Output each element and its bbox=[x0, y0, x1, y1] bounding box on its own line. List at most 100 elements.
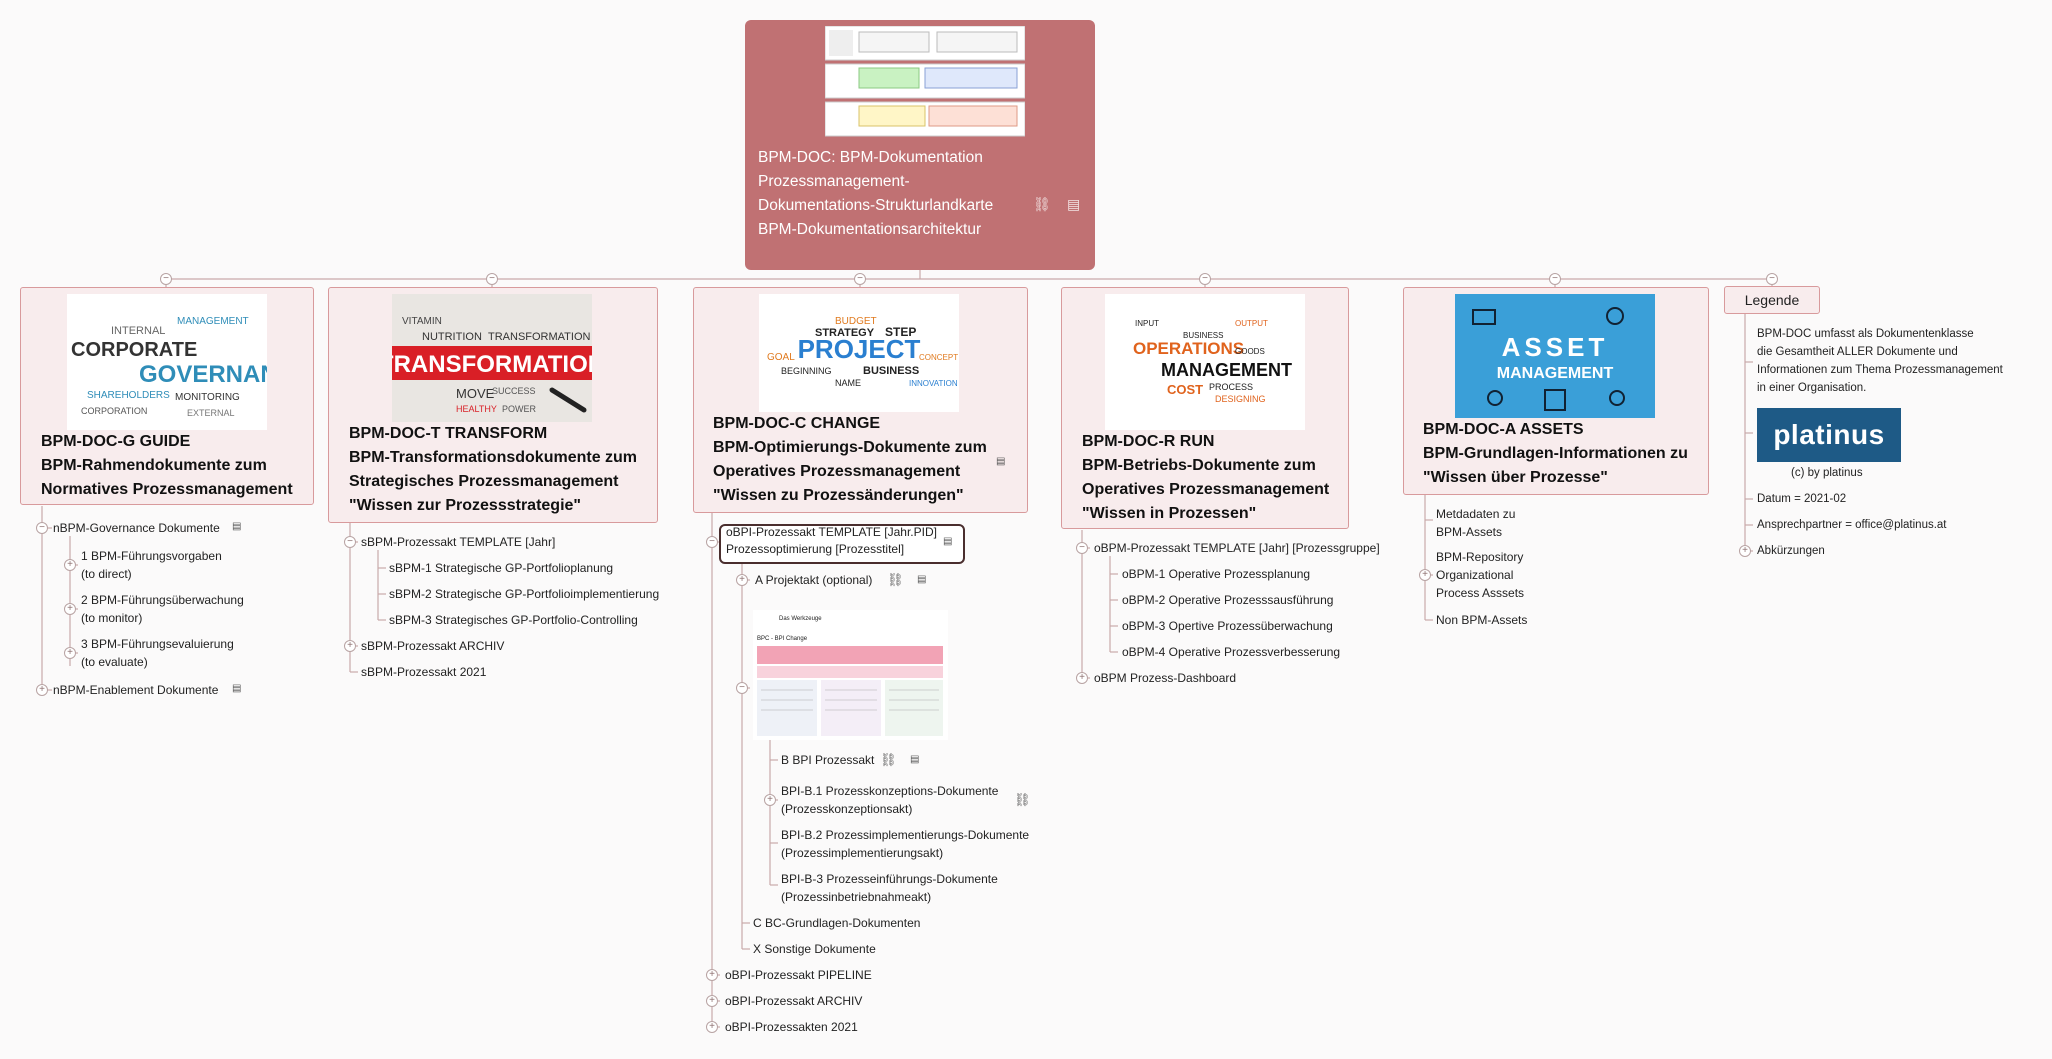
topic-governance-docs[interactable]: nBPM-Governance Dokumente bbox=[53, 521, 220, 535]
legend-topic[interactable]: Legende bbox=[1724, 286, 1820, 314]
svg-text:BUSINESS: BUSINESS bbox=[1183, 331, 1223, 340]
topic-fuehrungsevaluierung[interactable]: 3 BPM-Führungsevaluierung(to evaluate) bbox=[81, 637, 234, 669]
link-icon[interactable]: ⛓ bbox=[1033, 196, 1051, 212]
platinus-logo: platinus bbox=[1757, 408, 1901, 462]
legend-date[interactable]: Datum = 2021-02 bbox=[1757, 493, 1847, 505]
bpi-change-thumbnail: Das Werkzeuge BPC - BPI Change bbox=[753, 610, 948, 740]
topic-sbpm-2[interactable]: sBPM-2 Strategische GP-Portfolioimplemen… bbox=[389, 587, 660, 601]
expand-toggle[interactable]: + bbox=[736, 574, 748, 586]
topic-sbpm-template[interactable]: sBPM-Prozessakt TEMPLATE [Jahr] bbox=[361, 535, 556, 549]
svg-text:GOAL: GOAL bbox=[767, 352, 795, 363]
topic-obpm-dashboard[interactable]: oBPM Prozess-Dashboard bbox=[1094, 671, 1237, 685]
svg-text:NUTRITION: NUTRITION bbox=[422, 331, 482, 343]
expand-toggle[interactable]: + bbox=[64, 603, 76, 615]
legend-contact[interactable]: Ansprechpartner = office@platinus.at bbox=[1757, 519, 1947, 531]
collapse-toggle[interactable]: − bbox=[1766, 273, 1778, 285]
topic-bpi-b1[interactable]: BPI-B.1 Prozesskonzeptions-Dokumente(Pro… bbox=[781, 784, 999, 816]
legend-description: BPM-DOC umfasst als Dokumentenklasse die… bbox=[1757, 328, 2003, 394]
topic-obpi-2021[interactable]: oBPI-Prozessakten 2021 bbox=[725, 1020, 858, 1034]
branch-governance[interactable]: CORPORATE GOVERNANCE INTERNAL MANAGEMENT… bbox=[20, 287, 314, 505]
topic-fuehrungsueberwachung[interactable]: 2 BPM-Führungsüberwachung(to monitor) bbox=[81, 593, 244, 625]
topic-bpi-b3[interactable]: BPI-B-3 Prozesseinführungs-Dokumente(Pro… bbox=[781, 872, 998, 904]
svg-text:ASSET: ASSET bbox=[1502, 332, 1609, 362]
topic-fuehrungsvorgaben[interactable]: 1 BPM-Führungsvorgaben(to direct) bbox=[81, 549, 222, 581]
topic-sbpm-1[interactable]: sBPM-1 Strategische GP-Portfolioplanung bbox=[389, 561, 614, 575]
svg-text:VITAMIN: VITAMIN bbox=[402, 316, 442, 327]
link-icon[interactable]: ⛓ bbox=[1014, 792, 1031, 807]
topic-obpm-2[interactable]: oBPM-2 Operative Prozesssausführung bbox=[1122, 593, 1334, 607]
branch-run[interactable]: OPERATIONS MANAGEMENT COST PROCESS DESIG… bbox=[1061, 287, 1349, 529]
note-icon[interactable]: ▤ bbox=[910, 754, 920, 765]
topic-obpm-3[interactable]: oBPM-3 Opertive Prozessüberwachung bbox=[1122, 619, 1333, 633]
svg-text:NAME: NAME bbox=[835, 378, 861, 388]
svg-text:INPUT: INPUT bbox=[1135, 319, 1159, 328]
process-map-thumbnail bbox=[825, 26, 1025, 137]
expand-toggle[interactable]: + bbox=[706, 1021, 718, 1033]
svg-text:CORPORATE: CORPORATE bbox=[71, 339, 197, 361]
collapse-toggle[interactable]: − bbox=[736, 682, 748, 694]
collapse-toggle[interactable]: − bbox=[344, 536, 356, 548]
expand-toggle[interactable]: + bbox=[1419, 569, 1431, 581]
svg-text:Das Werkzeuge: Das Werkzeuge bbox=[779, 616, 822, 622]
svg-text:OUTPUT: OUTPUT bbox=[1235, 319, 1268, 328]
topic-obpm-4[interactable]: oBPM-4 Operative Prozessverbesserung bbox=[1122, 645, 1341, 659]
expand-toggle[interactable]: + bbox=[706, 995, 718, 1007]
topic-obpi-template[interactable]: oBPI-Prozessakt TEMPLATE [Jahr.PID]Proze… bbox=[726, 525, 937, 556]
collapse-toggle[interactable]: − bbox=[486, 273, 498, 285]
topic-obpi-archiv[interactable]: oBPI-Prozessakt ARCHIV bbox=[725, 994, 863, 1008]
note-icon[interactable]: ▤ bbox=[232, 521, 242, 532]
topic-bpi-b2[interactable]: BPI-B.2 Prozessimplementierungs-Dokument… bbox=[781, 828, 1030, 860]
topic-sonstige[interactable]: X Sonstige Dokumente bbox=[753, 942, 876, 956]
topic-obpi-pipeline[interactable]: oBPI-Prozessakt PIPELINE bbox=[725, 968, 872, 982]
branch-title: BPM-DOC-A ASSETS BPM-Grundlagen-Informat… bbox=[1423, 421, 1688, 486]
note-icon[interactable]: ▤ bbox=[232, 683, 242, 694]
collapse-toggle[interactable]: − bbox=[160, 273, 172, 285]
link-icon[interactable]: ⛓ bbox=[880, 752, 897, 767]
branch-change[interactable]: PROJECT STRATEGY STEP BUDGET GOAL BUSINE… bbox=[693, 287, 1028, 513]
topic-bc-grundlagen[interactable]: C BC-Grundlagen-Dokumenten bbox=[753, 916, 921, 930]
topic-abkuerzungen[interactable]: Abkürzungen bbox=[1757, 545, 1825, 557]
expand-toggle[interactable]: + bbox=[706, 969, 718, 981]
topic-sbpm-2021[interactable]: sBPM-Prozessakt 2021 bbox=[361, 665, 487, 679]
selected-topic-frame[interactable] bbox=[719, 524, 965, 564]
topic-projektakt[interactable]: A Projektakt (optional) bbox=[755, 573, 873, 587]
note-icon[interactable]: ▤ bbox=[1067, 196, 1081, 212]
topic-obpm-template[interactable]: oBPM-Prozessakt TEMPLATE [Jahr] [Prozess… bbox=[1094, 541, 1380, 555]
topic-non-bpm-assets[interactable]: Non BPM-Assets bbox=[1436, 613, 1528, 627]
project-word-cloud: PROJECT STRATEGY STEP BUDGET GOAL BUSINE… bbox=[759, 294, 959, 412]
expand-toggle[interactable]: + bbox=[344, 640, 356, 652]
branch-title: BPM-DOC-C CHANGE BPM-Optimierungs-Dokume… bbox=[713, 415, 987, 504]
expand-toggle[interactable]: + bbox=[764, 794, 776, 806]
topic-sbpm-3[interactable]: sBPM-3 Strategisches GP-Portfolio-Contro… bbox=[389, 613, 638, 627]
collapse-toggle[interactable]: − bbox=[854, 273, 866, 285]
svg-text:INNOVATION: INNOVATION bbox=[909, 379, 958, 388]
branch-assets[interactable]: ASSET MANAGEMENT BPM-DOC-A ASSETS BPM-Gr… bbox=[1403, 287, 1709, 495]
expand-toggle[interactable]: + bbox=[1076, 672, 1088, 684]
note-icon[interactable]: ▤ bbox=[943, 536, 953, 547]
expand-toggle[interactable]: + bbox=[64, 647, 76, 659]
expand-toggle[interactable]: + bbox=[64, 559, 76, 571]
topic-obpm-1[interactable]: oBPM-1 Operative Prozessplanung bbox=[1122, 567, 1311, 581]
collapse-toggle[interactable]: − bbox=[1549, 273, 1561, 285]
collapse-toggle[interactable]: − bbox=[1076, 542, 1088, 554]
collapse-toggle[interactable]: − bbox=[1199, 273, 1211, 285]
branch-transform[interactable]: TRANSFORMATION VITAMIN NUTRITION TRANSFO… bbox=[328, 287, 658, 523]
topic-bpi-prozessakt[interactable]: B BPI Prozessakt bbox=[781, 753, 875, 767]
svg-text:BUSINESS: BUSINESS bbox=[863, 365, 919, 377]
topic-enablement-docs[interactable]: nBPM-Enablement Dokumente bbox=[53, 683, 219, 697]
expand-toggle[interactable]: + bbox=[36, 684, 48, 696]
collapse-toggle[interactable]: − bbox=[706, 536, 718, 548]
root-topic[interactable]: BPM-DOC: BPM-Dokumentation Prozessmanage… bbox=[745, 20, 1095, 270]
svg-text:INTERNAL: INTERNAL bbox=[111, 325, 165, 337]
topic-sbpm-archiv[interactable]: sBPM-Prozessakt ARCHIV bbox=[361, 639, 505, 653]
link-icon[interactable]: ⛓ bbox=[887, 572, 904, 587]
collapse-toggle[interactable]: − bbox=[36, 522, 48, 534]
expand-toggle[interactable]: + bbox=[1739, 545, 1751, 557]
svg-text:STEP: STEP bbox=[885, 325, 916, 339]
note-icon[interactable]: ▤ bbox=[996, 456, 1006, 467]
note-icon[interactable]: ▤ bbox=[917, 574, 927, 585]
svg-text:MANAGEMENT: MANAGEMENT bbox=[1161, 360, 1292, 380]
svg-text:SUCCESS: SUCCESS bbox=[492, 386, 536, 396]
